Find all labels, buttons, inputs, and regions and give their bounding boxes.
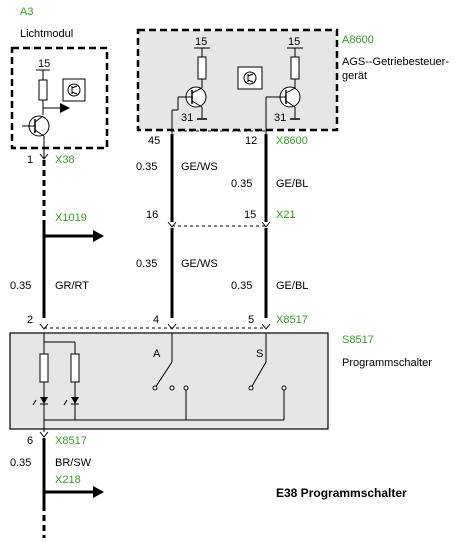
a8600-name-line1: AGS--Getriebesteuer- xyxy=(342,56,449,68)
wire-gews-upper-color: GE/WS xyxy=(181,161,218,173)
connector-x38-symbol xyxy=(39,153,49,160)
switch-s-contact-1 xyxy=(248,385,254,391)
pin-x21-right: 15 xyxy=(244,209,256,221)
a8600-resistor-left xyxy=(197,56,207,80)
wire-gews-upper-size: 0.35 xyxy=(136,161,157,173)
pin-a8600-right: 12 xyxy=(245,135,257,147)
s8517-id: S8517 xyxy=(342,334,374,346)
a8600-control-unit-icon xyxy=(237,66,263,90)
switch-s-label: S xyxy=(256,348,263,360)
diagram-title: E38 Programmschalter xyxy=(276,486,407,500)
pin-a3-out: 1 xyxy=(27,154,33,166)
pin-s8517-mid: 4 xyxy=(153,314,159,326)
switch-a-contact-3 xyxy=(183,385,189,391)
wire-brsw-size: 0.35 xyxy=(10,457,31,469)
wire-gebl-upper-color: GE/BL xyxy=(276,178,308,190)
wire-gews-lower-size: 0.35 xyxy=(136,258,157,270)
connector-x8517-top: X8517 xyxy=(276,314,308,326)
a3-id: A3 xyxy=(20,6,33,18)
a8600-resistor-right xyxy=(290,56,300,80)
wire-brsw-color: BR/SW xyxy=(55,457,92,469)
wire-grrt-color: GR/RT xyxy=(55,280,89,292)
a8600-name-line2: gerät xyxy=(342,70,367,82)
switch-a-contact-1 xyxy=(152,385,158,391)
wire-gebl-upper-size: 0.35 xyxy=(231,178,252,190)
switch-a-blade xyxy=(154,361,173,389)
x218-arrow-icon xyxy=(93,486,104,498)
switch-s-blade xyxy=(250,361,267,389)
pin-s8517-out: 6 xyxy=(27,435,33,447)
pin-s8517-right: 5 xyxy=(248,314,254,326)
a3-control-unit-icon xyxy=(62,78,86,102)
x1019-arrow-icon xyxy=(93,230,104,242)
s8517-name: Programmschalter xyxy=(342,357,432,369)
connector-x38: X38 xyxy=(55,154,75,166)
a8600-supply-right: 15 xyxy=(288,36,300,48)
connector-x8600: X8600 xyxy=(276,135,308,147)
pin-s8517-left: 2 xyxy=(27,314,33,326)
a3-resistor xyxy=(38,79,48,101)
a8600-ground-right: 31 xyxy=(274,112,286,124)
connector-x8517-bottom: X8517 xyxy=(55,435,87,447)
a3-name: Lichtmodul xyxy=(20,28,73,40)
switch-a-contact-2 xyxy=(169,385,175,391)
led-right-icon xyxy=(71,397,79,404)
connector-x218: X218 xyxy=(55,474,81,486)
pin-x21-left: 16 xyxy=(146,209,158,221)
a8600-ground-left: 31 xyxy=(181,112,193,124)
s8517-resistor-right xyxy=(70,353,80,383)
wire-gebl-lower-color: GE/BL xyxy=(276,280,308,292)
s8517-resistor-left xyxy=(39,353,49,383)
pin-a8600-left: 45 xyxy=(148,135,160,147)
switch-a-label: A xyxy=(153,348,161,360)
connector-x1019: X1019 xyxy=(55,212,87,224)
led-left-icon xyxy=(40,397,48,404)
a8600-id: A8600 xyxy=(342,34,374,46)
connector-x21: X21 xyxy=(276,209,296,221)
wire-gews-lower-color: GE/WS xyxy=(181,258,218,270)
switch-s-contact-2 xyxy=(281,385,287,391)
wire-grrt-size: 0.35 xyxy=(10,280,31,292)
a3-supply-label: 15 xyxy=(38,58,50,70)
a8600-supply-left: 15 xyxy=(195,36,207,48)
wire-gebl-lower-size: 0.35 xyxy=(231,280,252,292)
s8517-module-box xyxy=(9,332,329,430)
a3-module-box xyxy=(10,46,109,150)
